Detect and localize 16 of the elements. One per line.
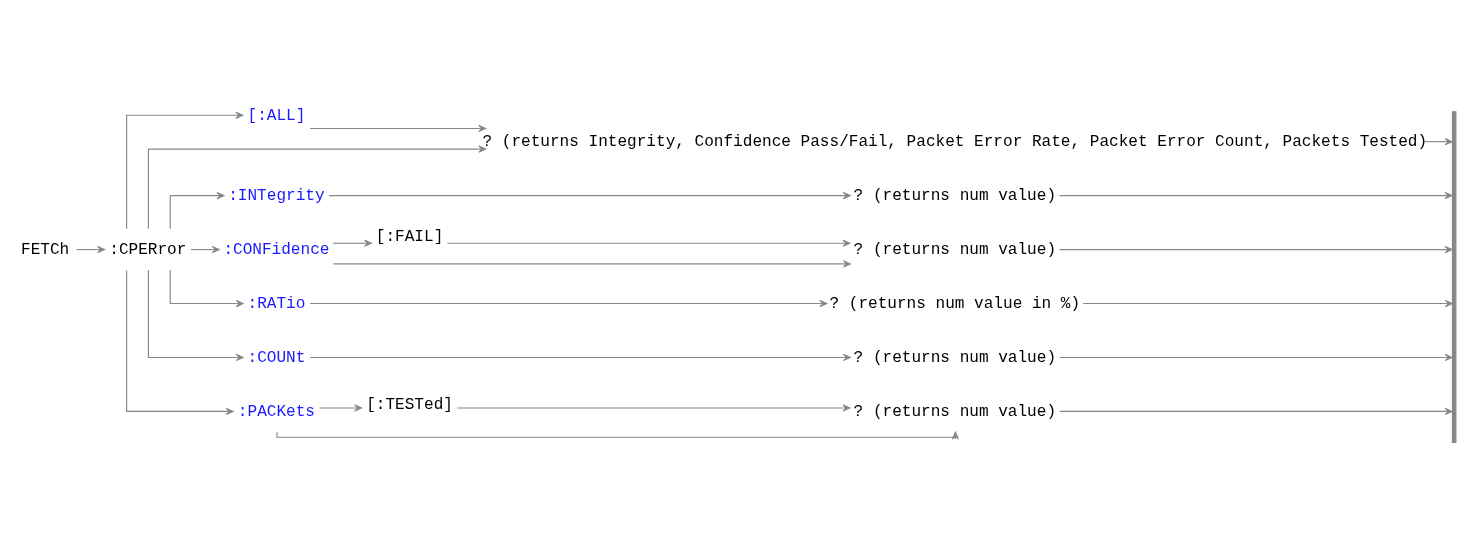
node-text: FETCh [21,240,70,259]
node-text: :CONFidence [223,240,330,259]
node-text: ? (returns num value) [853,240,1057,259]
node-text: [:FAIL] [375,227,444,246]
node-text: ? (returns num value) [853,402,1057,421]
node-text: :COUNt [247,348,306,367]
node-text: :CPERror [109,240,187,259]
node-text: :INTegrity [228,186,325,205]
node-text: [:ALL] [247,106,306,124]
node-text: ? (returns num value in %) [829,294,1081,313]
node-text: ? (returns num value) [853,348,1057,367]
node-text: ? (returns num value) [853,186,1057,205]
node-text: :RATio [247,294,306,313]
node-text: [:TESTed] [366,395,453,414]
node-text: ? (returns Integrity, Confidence Pass/Fail, Packet Error Rate, Packet Error Count, Packets Tested) [482,132,1428,151]
node-text: :PACKets [237,402,315,421]
